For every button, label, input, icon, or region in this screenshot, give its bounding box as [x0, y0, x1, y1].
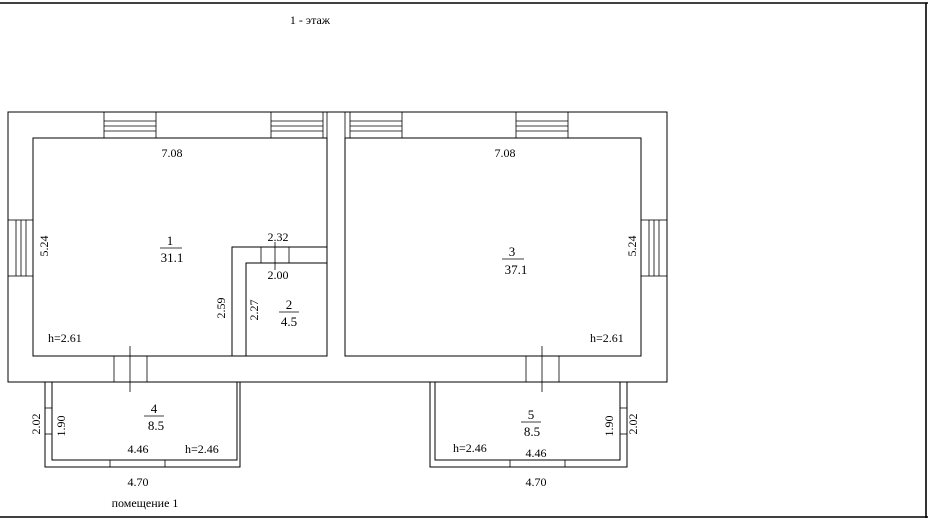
room-4-window — [44, 407, 53, 435]
room-1-depth-dim: 5.24 — [37, 236, 51, 257]
premises-label: помещение 1 — [112, 496, 179, 510]
room-2-number: 2 — [286, 297, 293, 312]
room-5-label: 5 8.5 — [521, 407, 541, 439]
room-3-width-dim: 7.08 — [495, 146, 516, 160]
room-1-number: 1 — [167, 233, 174, 248]
room-4-area: 8.5 — [148, 418, 164, 433]
room-5-height-dim: h=2.46 — [453, 441, 487, 455]
room-2-area: 4.5 — [281, 314, 297, 329]
room-3-area: 37.1 — [505, 262, 528, 277]
room-5-outer-width-dim: 4.70 — [526, 475, 547, 489]
window-left — [7, 219, 34, 277]
room-3-height-dim: h=2.61 — [590, 331, 624, 345]
room-4-outer-width-dim: 4.70 — [128, 475, 149, 489]
building-outer-wall — [7, 111, 668, 383]
window-right — [640, 219, 668, 277]
room-2-inner-depth-dim: 2.27 — [247, 300, 261, 321]
door-bottom-right — [525, 346, 560, 392]
room-4-inner-depth-dim: 1.90 — [54, 416, 68, 437]
room-3-depth-dim: 5.24 — [625, 236, 639, 257]
room-2-outer-width-dim: 2.32 — [268, 230, 289, 244]
room-3-label: 3 37.1 — [502, 244, 527, 277]
page-title: 1 - этаж — [290, 13, 331, 27]
room-3-number: 3 — [509, 244, 516, 259]
door-bottom-left — [113, 346, 148, 392]
window-top-1 — [103, 111, 157, 139]
room-2-outer-wall — [231, 246, 327, 356]
room-5-inner-width-dim: 4.46 — [526, 446, 547, 460]
room-4-inner-width-dim: 4.46 — [128, 442, 149, 456]
room-4-number: 4 — [151, 401, 158, 416]
room-2-outer-depth-dim: 2.59 — [214, 298, 228, 319]
room-4-label: 4 8.5 — [144, 401, 164, 433]
room-1-width-dim: 7.08 — [162, 146, 183, 160]
window-top-3 — [349, 111, 403, 139]
room-5-bottom-window — [509, 460, 566, 467]
window-top-4 — [515, 111, 569, 139]
room-1-area: 31.1 — [161, 250, 184, 265]
room-4-height-dim: h=2.46 — [185, 442, 219, 456]
room-2-inner-width-dim: 2.00 — [268, 268, 289, 282]
window-top-2 — [270, 111, 324, 139]
room-4-bottom-window — [109, 460, 166, 467]
room-2-label: 2 4.5 — [279, 297, 299, 329]
room-4-outer-depth-dim: 2.02 — [29, 414, 43, 435]
room-5-outer-depth-dim: 2.02 — [626, 414, 640, 435]
room-1-label: 1 31.1 — [160, 233, 183, 265]
room-1-height-dim: h=2.61 — [48, 331, 82, 345]
room-5-number: 5 — [528, 407, 535, 422]
room-5-inner-depth-dim: 1.90 — [602, 416, 616, 437]
room-2-inner-wall — [245, 262, 327, 356]
room-3-outline — [344, 137, 642, 357]
room-5-area: 8.5 — [524, 424, 540, 439]
room-5-window — [619, 407, 628, 435]
